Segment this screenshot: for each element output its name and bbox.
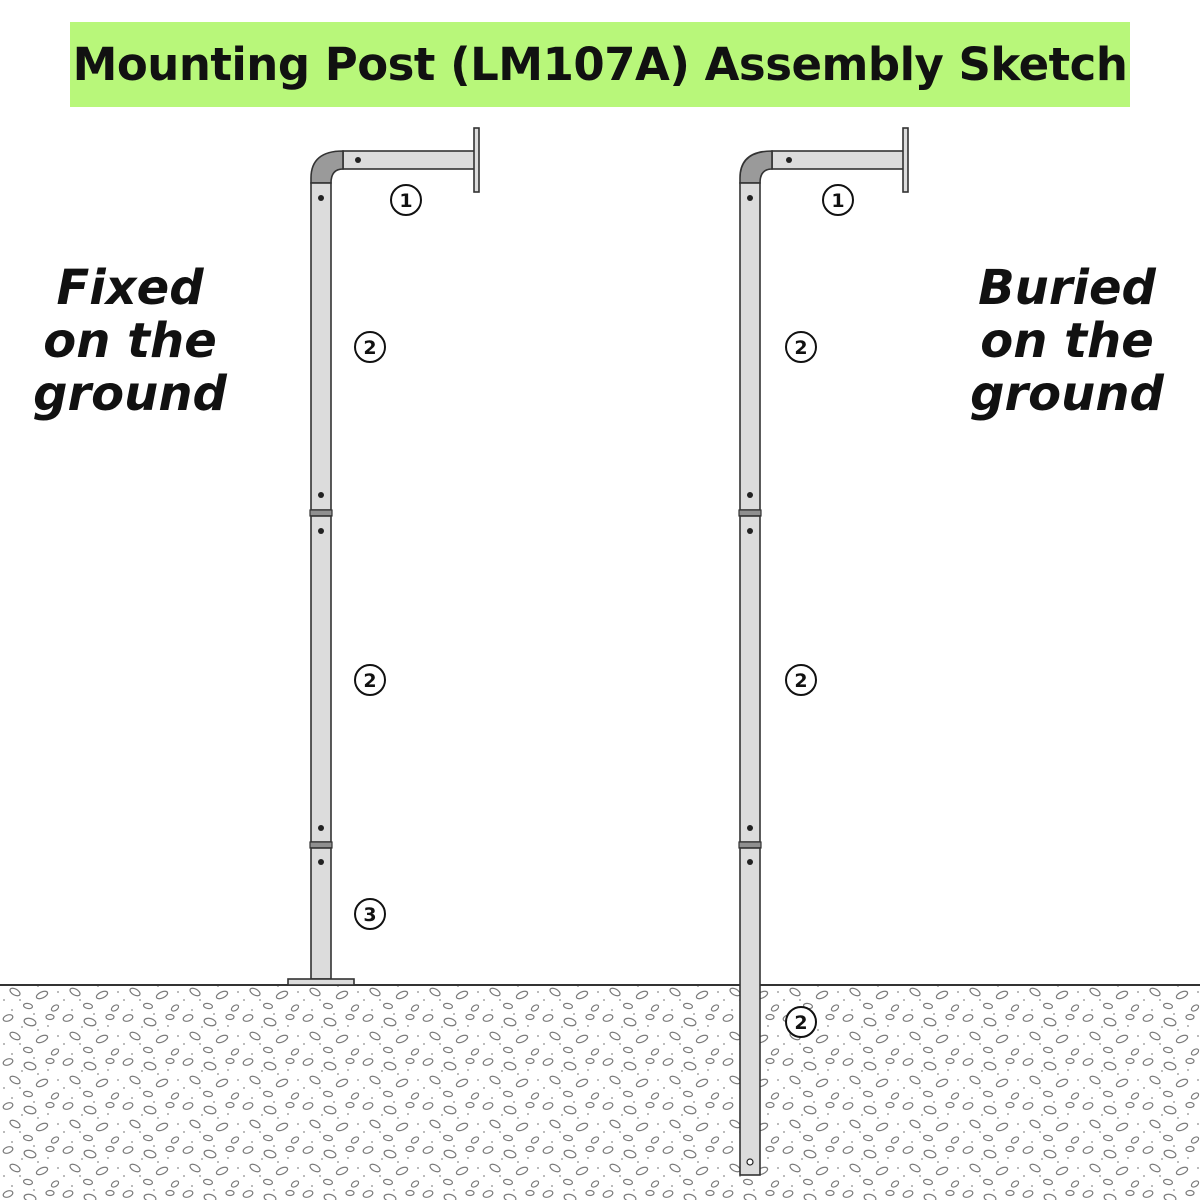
bolt-icon	[747, 195, 753, 201]
left-base-plate	[287, 978, 355, 986]
right-callout-arm: 1	[822, 184, 854, 216]
callout-number: 3	[363, 904, 376, 926]
right-tube-middle	[739, 515, 761, 843]
left-arm-end-plate	[473, 127, 480, 193]
left-tube-middle	[310, 515, 332, 843]
right-callout-buried: 2	[785, 1006, 817, 1038]
caption-fixed-on-ground: Fixed on the ground	[0, 262, 260, 421]
left-bolts	[318, 157, 361, 865]
left-joint-1	[309, 509, 333, 517]
right-joint-2	[738, 841, 762, 849]
bolt-icon	[318, 492, 324, 498]
ground-gravel	[0, 985, 1200, 1200]
left-tube-lower	[310, 847, 332, 980]
right-post: 1 2 2 2	[738, 127, 909, 1176]
left-post: 1 2 2 3	[287, 127, 480, 986]
bolt-icon	[318, 528, 324, 534]
bolt-icon	[318, 825, 324, 831]
right-callout-upper: 2	[785, 331, 817, 363]
bolt-icon	[747, 492, 753, 498]
right-elbow	[739, 150, 773, 184]
right-callout-middle: 2	[785, 664, 817, 696]
diagram-title: Mounting Post (LM107A) Assembly Sketch	[72, 38, 1128, 91]
right-joint-1	[738, 509, 762, 517]
left-tube-upper	[310, 182, 332, 511]
caption-left-line-2: on the	[43, 313, 217, 369]
caption-left-line-3: ground	[33, 366, 227, 422]
bolt-hole-icon	[746, 1158, 754, 1166]
callout-number: 1	[399, 190, 412, 212]
bolt-icon	[747, 825, 753, 831]
callout-number: 2	[794, 1012, 807, 1034]
caption-right-line-3: ground	[970, 366, 1164, 422]
caption-right-line-1: Buried	[978, 260, 1156, 316]
right-tube-lower-buried	[739, 847, 761, 1176]
bolt-icon	[786, 157, 792, 163]
left-callout-arm: 1	[390, 184, 422, 216]
callout-number: 2	[794, 337, 807, 359]
left-callout-upper: 2	[354, 331, 386, 363]
callout-number: 1	[831, 190, 844, 212]
left-arm	[342, 150, 476, 170]
caption-buried-on-ground: Buried on the ground	[937, 262, 1197, 421]
left-callout-lower: 3	[354, 898, 386, 930]
left-joint-2	[309, 841, 333, 849]
left-elbow	[310, 150, 344, 184]
left-callout-middle: 2	[354, 664, 386, 696]
caption-left-line-1: Fixed	[56, 260, 204, 316]
callout-number: 2	[794, 670, 807, 692]
callout-number: 2	[363, 337, 376, 359]
bolt-icon	[747, 859, 753, 865]
bolt-icon	[318, 859, 324, 865]
callout-number: 2	[363, 670, 376, 692]
right-arm-end-plate	[902, 127, 909, 193]
caption-right-line-2: on the	[980, 313, 1154, 369]
bolt-icon	[747, 528, 753, 534]
right-tube-upper	[739, 182, 761, 511]
title-banner: Mounting Post (LM107A) Assembly Sketch	[70, 22, 1130, 107]
right-bolts	[746, 157, 792, 1166]
bolt-icon	[355, 157, 361, 163]
bolt-icon	[318, 195, 324, 201]
